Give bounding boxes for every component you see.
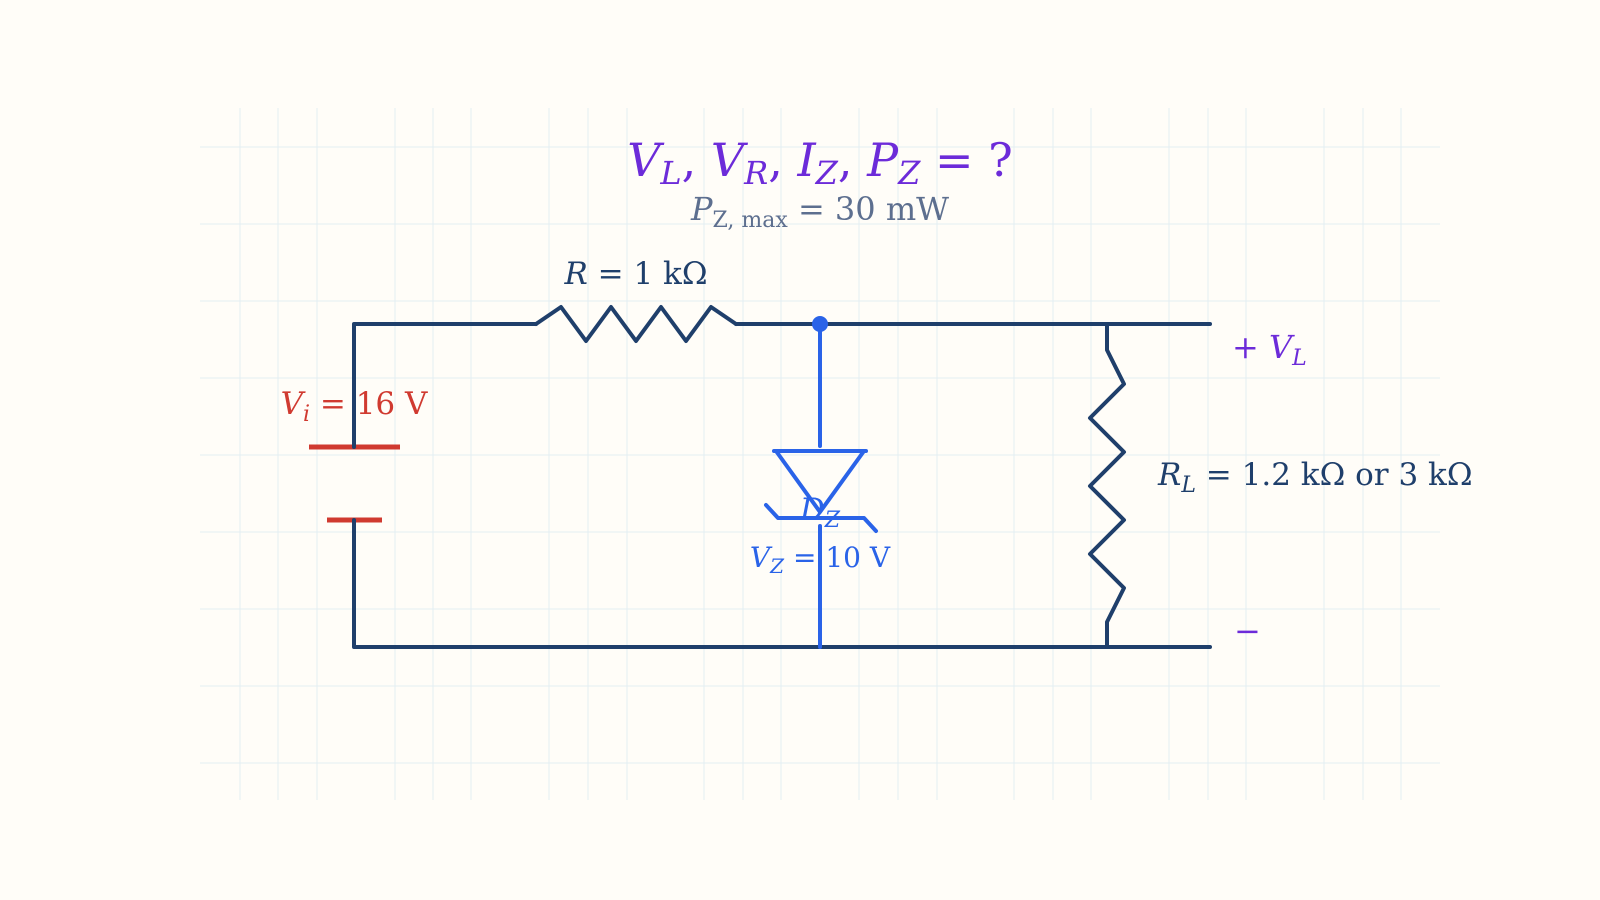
resistor-r-label: R = 1 kΩ (563, 256, 707, 292)
resistor-rl-symbol (1088, 322, 1126, 649)
load-resistor-label: RL = 1.2 kΩ or 3 kΩ (1157, 457, 1473, 498)
circuit-wiring (352, 305, 1212, 649)
output-minus-label: − (1234, 612, 1261, 650)
junction-node (812, 316, 828, 332)
resistor-r-symbol (534, 305, 738, 343)
zener-diode (764, 316, 878, 649)
zener-voltage-label: VZ = 10 V (750, 541, 891, 578)
zener-name-label: DZ (799, 492, 841, 533)
wire-top-left (352, 322, 538, 418)
zener-cathode-bar (764, 503, 878, 533)
source-battery (309, 414, 400, 552)
wire-bottom (352, 548, 1212, 649)
question-title: VL, VR, IZ, PZ = ? (627, 133, 1013, 192)
output-plus-label: + VL (1232, 328, 1307, 371)
source-label: Vi = 16 V (281, 386, 428, 427)
pz-max-label: PZ, max = 30 mW (690, 190, 949, 233)
